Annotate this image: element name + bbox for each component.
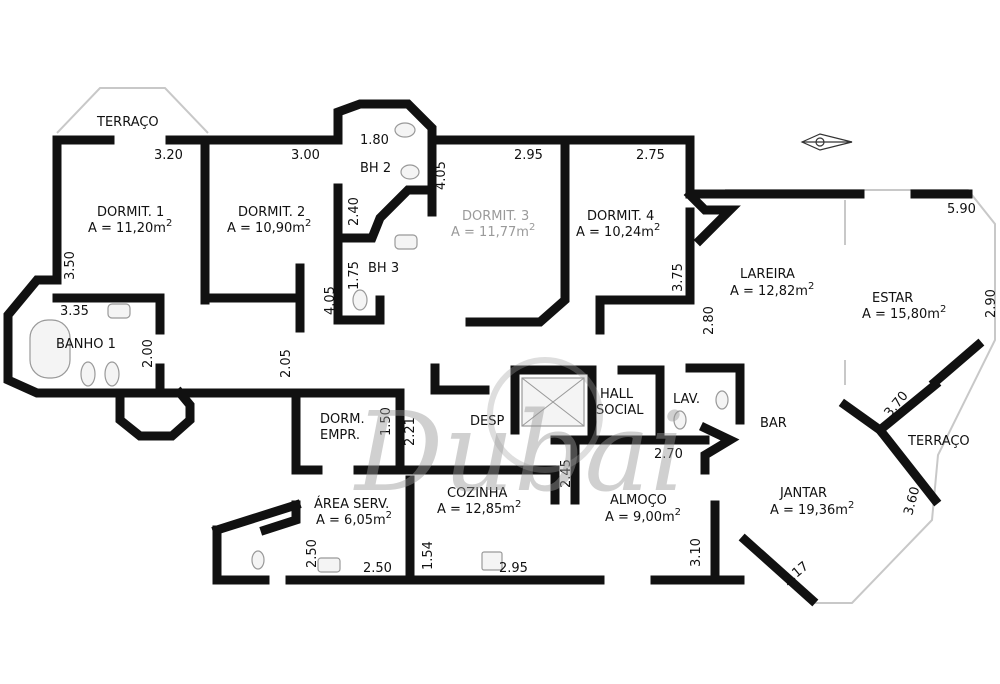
room-bh-3: BH 3: [368, 261, 399, 276]
room-dorm-empr-line1: DORM.: [320, 412, 365, 427]
dimension-label: 1.50: [379, 407, 394, 436]
dimension-label: 2.00: [141, 339, 156, 368]
room-almoco-name: ALMOÇO: [610, 493, 667, 508]
toilet-icon: [400, 164, 420, 180]
room-banho-1: BANHO 1: [56, 337, 116, 352]
toilet-icon: [673, 410, 687, 430]
room-estar-name: ESTAR: [872, 291, 913, 306]
dimension-label: 5.90: [947, 202, 976, 217]
room-dormit-4-name: DORMIT. 4: [587, 209, 654, 224]
dimension-label: 2.90: [984, 289, 999, 318]
dimension-labels: 3.20 3.00 1.80 2.95 2.75 5.90 4.05 2.40 …: [60, 133, 999, 589]
toilet-icon: [352, 289, 368, 311]
sink-icon: [715, 390, 729, 410]
room-hall-social-line1: HALL: [600, 387, 634, 402]
dimension-label: 2.95: [499, 561, 528, 576]
terrace-outlines: [56, 87, 996, 604]
dimension-label: 2.40: [347, 197, 362, 226]
room-desp: DESP: [470, 414, 504, 429]
toilet-icon: [80, 361, 96, 387]
dimension-label: 1.75: [347, 261, 362, 290]
room-lareira-area: A = 12,82m2: [730, 281, 814, 299]
dimension-label: 3.50: [63, 251, 78, 280]
dimension-label: 4.05: [434, 161, 449, 190]
sink-icon: [317, 557, 341, 573]
dimension-label: 2.50: [305, 539, 320, 568]
fixtures: [29, 122, 729, 573]
stove-icon: [481, 551, 503, 571]
dimension-label: 4.05: [323, 286, 338, 315]
room-hall-social-line2: SOCIAL: [596, 403, 644, 418]
room-bh-2: BH 2: [360, 161, 391, 176]
sink-icon: [394, 122, 416, 138]
walls: [3, 99, 985, 607]
dimension-label: 1.54: [421, 541, 436, 570]
dimension-label: 2.45: [559, 459, 574, 488]
dimension-label: 2.95: [514, 148, 543, 163]
room-terraco-1: TERRAÇO: [96, 115, 159, 130]
room-dormit-3-name: DORMIT. 3: [462, 209, 529, 224]
dimension-label: 3.00: [291, 148, 320, 163]
dimension-label: 3.35: [60, 304, 89, 319]
dimension-label: 3.10: [689, 538, 704, 567]
room-dormit-3-area: A = 11,77m2: [451, 222, 535, 240]
watermark-logo: Dubai: [353, 357, 685, 516]
compass-icon: [800, 133, 853, 151]
room-area-serv-name: ÁREA SERV.: [314, 496, 389, 512]
dimension-label: 2.70: [654, 447, 683, 462]
room-dormit-4-area: A = 10,24m2: [576, 222, 660, 240]
room-lav: LAV.: [673, 392, 700, 407]
dimension-label: 2.75: [636, 148, 665, 163]
bathtub-icon: [29, 319, 71, 379]
room-labels: TERRAÇO DORMIT. 1 A = 11,20m2 DORMIT. 2 …: [56, 115, 970, 528]
dimension-label: 3.20: [154, 148, 183, 163]
sink-icon: [107, 303, 131, 319]
room-jantar-area: A = 19,36m2: [770, 500, 854, 518]
watermark-text: Dubai: [353, 388, 685, 516]
bidet-icon: [104, 361, 120, 387]
room-dorm-empr-line2: EMPR.: [320, 428, 360, 443]
toilet-icon: [251, 550, 265, 570]
dimension-label: 2.21: [403, 417, 418, 446]
dimension-label: 1.80: [360, 133, 389, 148]
sink-icon: [394, 234, 418, 250]
room-dormit-2-name: DORMIT. 2: [238, 205, 305, 220]
room-terraco-2: TERRAÇO: [907, 434, 970, 449]
dimension-label: 3.60: [901, 485, 923, 517]
room-jantar-name: JANTAR: [779, 486, 827, 501]
room-dormit-1-area: A = 11,20m2: [88, 218, 172, 236]
dimension-label: 3.75: [671, 263, 686, 292]
room-cozinha-name: COZINHA: [447, 486, 508, 501]
room-dormit-2-area: A = 10,90m2: [227, 218, 311, 236]
room-lareira-name: LAREIRA: [740, 267, 795, 282]
dimension-label: 2.50: [363, 561, 392, 576]
dimension-label: 2.05: [279, 349, 294, 378]
room-almoco-area: A = 9,00m2: [605, 507, 681, 525]
room-dormit-1-name: DORMIT. 1: [97, 205, 164, 220]
room-cozinha-area: A = 12,85m2: [437, 499, 521, 517]
room-estar-area: A = 15,80m2: [862, 304, 946, 322]
room-area-serv-area: A = 6,05m2: [316, 510, 392, 528]
room-bar: BAR: [760, 416, 787, 431]
dimension-label: 2.80: [702, 306, 717, 335]
